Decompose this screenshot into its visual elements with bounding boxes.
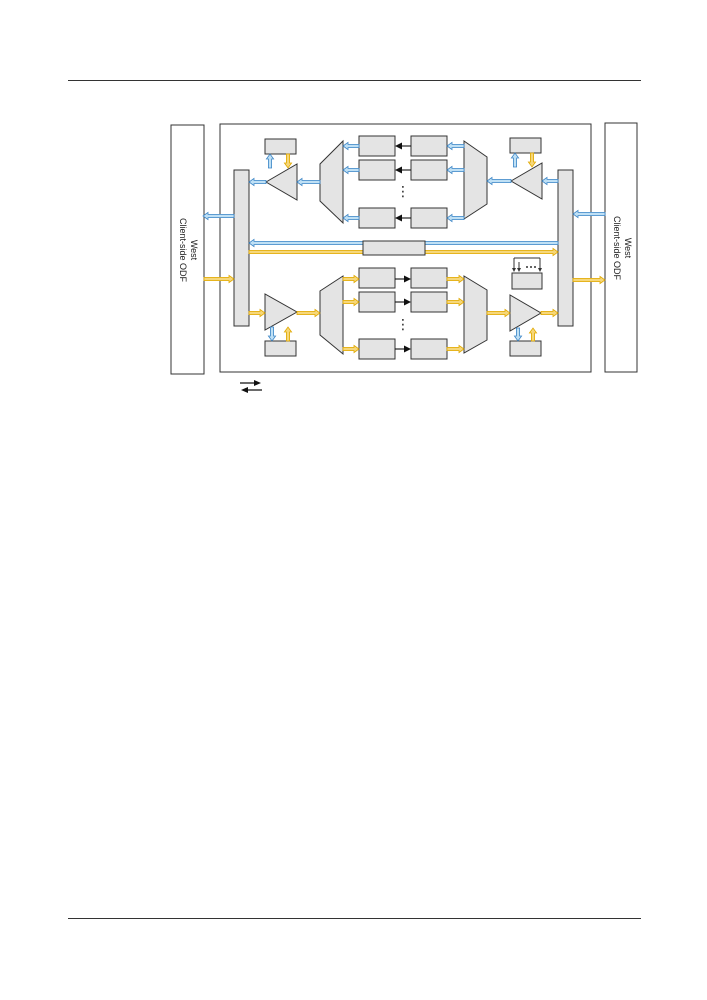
east-fiu-to-amp-arrow [541,176,559,186]
otu-top-left-2 [358,159,396,181]
east-amp-to-fiu-arrow [540,308,559,318]
west-mux-bottom [319,275,344,356]
otu-bottom-n-solid-arrow-head [404,345,411,353]
west-odf-label-line2: Client-side ODF [178,218,188,283]
west-amp-to-fiu-arrow [248,177,267,187]
otu-bottom-left-n [358,338,396,360]
east-odf-label-line1: West [623,238,633,259]
mux-to-otu-top-2-arrow [446,165,465,175]
otu-top-2-solid-arrow-head [395,166,402,174]
east-odf-label-line2: Client-side ODF [612,216,622,281]
west-rx-amp-box [264,138,297,155]
west-rx-amp-monitor-up [265,153,275,169]
east-odf: West Client-side ODF [604,122,638,373]
east-rx-amp-box [509,137,542,154]
top-ellipsis: ⋮ [396,184,410,200]
mux-to-otu-bottom-2-arrow [342,297,360,307]
west-rx-amp-monitor-down [283,153,293,169]
otu-bottom-1-solid-arrow-head [404,275,411,283]
otu-top-right-1 [410,135,448,157]
west-tx-amp-monitor-down [267,326,277,342]
spectrum-monitor [511,257,543,290]
otu-bottom-right-n [410,338,448,360]
mux-to-otu-bottom-1-arrow [342,274,360,284]
footer-rule [68,918,641,919]
east-odf-tx-arrow [572,275,606,285]
east-tx-amp-monitor-down [513,327,523,342]
demux-to-west-amp-arrow [296,177,321,187]
bottom-ellipsis: ⋮ [396,317,410,333]
east-mux-top [463,140,488,220]
east-amp-to-mux-arrow [486,176,512,186]
otu-top-1-solid-arrow-head [395,142,402,150]
west-demux-top [319,139,344,225]
west-odf: West Client-side ODF [170,124,205,375]
otu-top-right-n [410,207,448,229]
east-rx-amp-monitor-up [510,152,520,168]
west-fiu-bar [233,169,250,327]
west-tx-amplifier [264,293,299,331]
otu-top-n-solid-arrow-head [395,214,402,222]
otu-bottom-left-1 [358,267,396,289]
supervisory-channel-box [362,240,426,256]
otu-bottom-right-1 [410,267,448,289]
demux-to-east-amp-arrow [486,308,511,318]
otu-bottom-n-to-demux-arrow [446,344,465,354]
otu-top-n-to-demux-arrow [342,213,360,223]
otu-top-left-1 [358,135,396,157]
otu-top-left-n [358,207,396,229]
otu-bottom-2-solid-arrow-head [404,298,411,306]
east-odf-rx-arrow [572,209,606,219]
otu-bottom-1-to-demux-arrow [446,274,465,284]
east-demux-bottom [463,275,488,354]
otu-bottom-left-2 [358,291,396,313]
otu-top-1-to-demux-arrow [342,141,360,151]
west-odf-tx-arrow [203,274,235,284]
east-rx-amp-monitor-down [527,152,537,168]
mux-to-otu-top-n-arrow [446,213,465,223]
legend-arrows [240,380,262,393]
east-fiu-bar [557,169,574,327]
west-odf-label-line1: West [189,240,199,261]
west-tx-amp-box [264,340,297,357]
otu-top-2-to-demux-arrow [342,165,360,175]
otu-top-right-2 [410,159,448,181]
east-tx-amp-monitor-up [528,327,538,342]
west-amp-to-mux-arrow [296,308,321,318]
mux-to-otu-top-1-arrow [446,141,465,151]
east-tx-amp-box [509,340,542,357]
otu-bottom-2-to-demux-arrow [446,297,465,307]
header-rule [68,80,641,81]
west-odf-rx-arrow [202,211,235,221]
west-tx-amp-monitor-up [283,326,293,342]
mux-to-otu-bottom-n-arrow [342,344,360,354]
otu-bottom-right-2 [410,291,448,313]
west-fiu-to-amp-arrow [248,308,266,318]
